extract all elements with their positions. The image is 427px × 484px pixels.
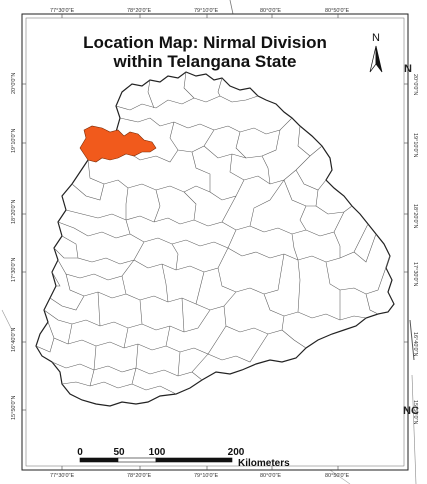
lon-label-bottom-1: 77°30'0"E (50, 473, 74, 479)
latitude-labels-left: 20°0'0"N 19°10'0"N 18°20'0"N 17°30'0"N 1… (11, 73, 17, 420)
district-boundaries (35, 71, 391, 395)
nirmal-division-highlight (79, 125, 157, 163)
north-arrow-label: N (372, 32, 380, 44)
lon-label-bottom-2: 78°20'0"E (127, 473, 151, 479)
lon-label-top-3: 79°10'0"E (194, 8, 218, 14)
scale-label-100: 100 (149, 447, 166, 458)
scale-bar: 0 50 100 200 Kilometers (77, 447, 290, 469)
lat-label-left-1: 20°0'0"N (11, 73, 17, 94)
lat-label-left-5: 16°40'0"N (11, 328, 17, 352)
lat-label-right-6: 15°50'0"N (412, 400, 418, 424)
lon-label-top-1: 77°30'0"E (50, 8, 74, 14)
lat-label-left-6: 15°50'0"N (11, 396, 17, 420)
lon-label-bottom-3: 79°10'0"E (194, 473, 218, 479)
latitude-labels-right: 20°0'0"N 19°10'0"N 18°20'0"N 17°30'0"N 1… (412, 74, 418, 424)
lon-label-top-4: 80°0'0"E (260, 8, 281, 14)
lat-label-right-3: 18°20'0"N (412, 204, 418, 228)
graticule-ticks (22, 14, 408, 470)
scale-unit: Kilometers (238, 458, 290, 469)
lon-label-bottom-5: 80°50'0"E (325, 473, 349, 479)
background-scan-marks (1, 0, 417, 484)
lon-label-top-2: 78°20'0"E (127, 8, 151, 14)
scale-label-200: 200 (228, 447, 245, 458)
longitude-labels-bottom: 77°30'0"E 78°20'0"E 79°10'0"E 80°0'0"E 8… (50, 473, 349, 479)
map-title-line-1: Location Map: Nirmal Division (83, 33, 327, 52)
lat-label-right-4: 17°30'0"N (412, 262, 418, 286)
north-arrow-icon: N (369, 32, 383, 73)
lat-label-right-5: 16°40'0"N (412, 332, 418, 356)
lat-label-left-3: 18°20'0"N (11, 200, 17, 224)
stray-text-upper-right: N (404, 63, 412, 75)
telangana-state (35, 71, 395, 407)
lat-label-right-2: 19°10'0"N (412, 133, 418, 157)
scale-label-0: 0 (77, 447, 83, 458)
map-inner-frame (25, 17, 405, 467)
scale-label-50: 50 (113, 447, 125, 458)
lon-label-top-5: 80°50'0"E (325, 8, 349, 14)
lon-label-bottom-4: 80°0'0"E (260, 473, 281, 479)
lat-label-left-2: 19°10'0"N (11, 129, 17, 153)
lat-label-left-4: 17°30'0"N (11, 258, 17, 282)
map-title-line-2: within Telangana State (113, 52, 297, 71)
stray-text-lower-right: NC (403, 405, 419, 417)
lat-label-right-1: 20°0'0"N (412, 74, 418, 95)
scale-segment-1 (79, 457, 119, 463)
state-boundary (35, 71, 395, 407)
longitude-labels-top: 77°30'0"E 78°20'0"E 79°10'0"E 80°0'0"E 8… (50, 8, 349, 14)
scale-segment-2 (117, 457, 157, 463)
scale-segment-3 (155, 457, 233, 463)
